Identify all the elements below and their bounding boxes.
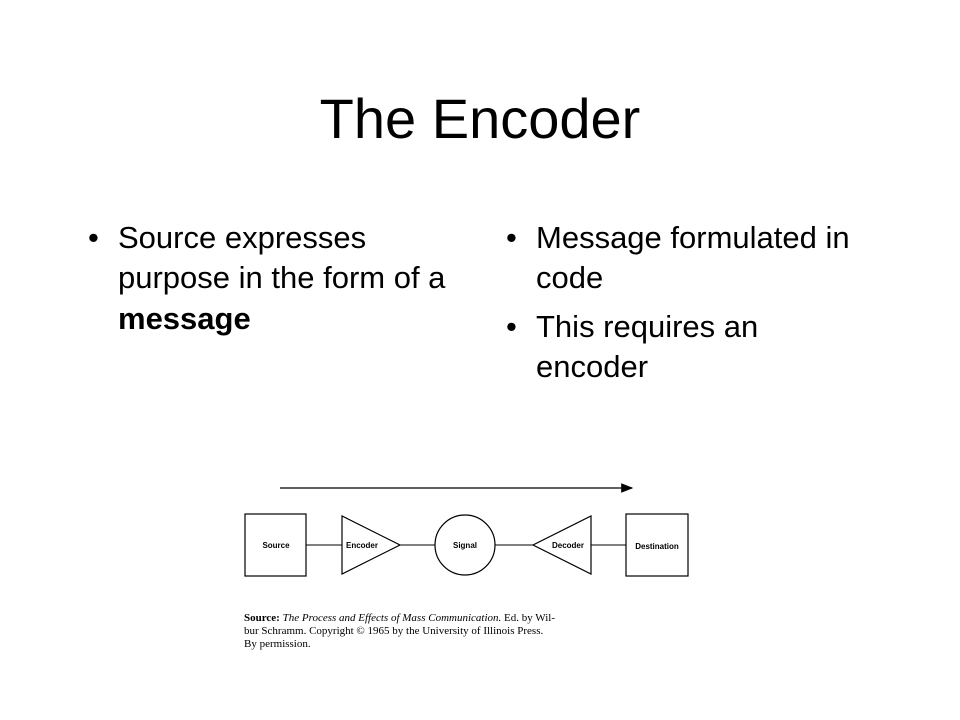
slide-title: The Encoder: [319, 87, 641, 150]
encoder-triangle: [341, 515, 402, 575]
citation-text: Ed. by Wil-: [501, 612, 556, 624]
citation-text: By permission.: [244, 638, 311, 651]
encoder-label: Encoder: [346, 541, 378, 550]
bullet-text: Message formulated in code: [536, 220, 850, 296]
citation-text: bur Schramm. Copyright © 1965 by the Uni…: [244, 625, 544, 638]
left-bullet-list: • Source expresses purpose in the form o…: [88, 218, 480, 347]
source-label: Source: [262, 541, 290, 550]
bullet-item: • This requires an encoder: [506, 307, 876, 388]
source-box: [244, 513, 307, 577]
citation-note: Source: The Process and Effects of Mass …: [244, 612, 604, 652]
destination-label: Destination: [635, 542, 679, 551]
bullet-icon: •: [88, 220, 99, 255]
destination-box: [625, 513, 689, 577]
bullet-text: This requires an encoder: [536, 308, 759, 384]
communication-model-diagram: Source Encoder Signal Decoder Destinatio…: [244, 483, 689, 577]
bullet-text-bold: message: [118, 300, 251, 336]
bullet-icon: •: [506, 220, 517, 255]
decoder-label: Decoder: [552, 541, 584, 550]
decoder-triangle: [531, 515, 592, 575]
bullet-icon: •: [506, 308, 517, 344]
bullet-item: • Source expresses purpose in the form o…: [88, 218, 480, 339]
citation-label: Source:: [244, 612, 280, 624]
right-bullet-list: • Message formulated in code • This requ…: [506, 218, 876, 395]
bullet-text: Source expresses purpose in the form of …: [118, 220, 446, 296]
bullet-item: • Message formulated in code: [506, 218, 876, 299]
signal-circle: [434, 514, 496, 576]
citation-book-title: The Process and Effects of Mass Communic…: [282, 612, 502, 624]
signal-label: Signal: [453, 541, 477, 550]
